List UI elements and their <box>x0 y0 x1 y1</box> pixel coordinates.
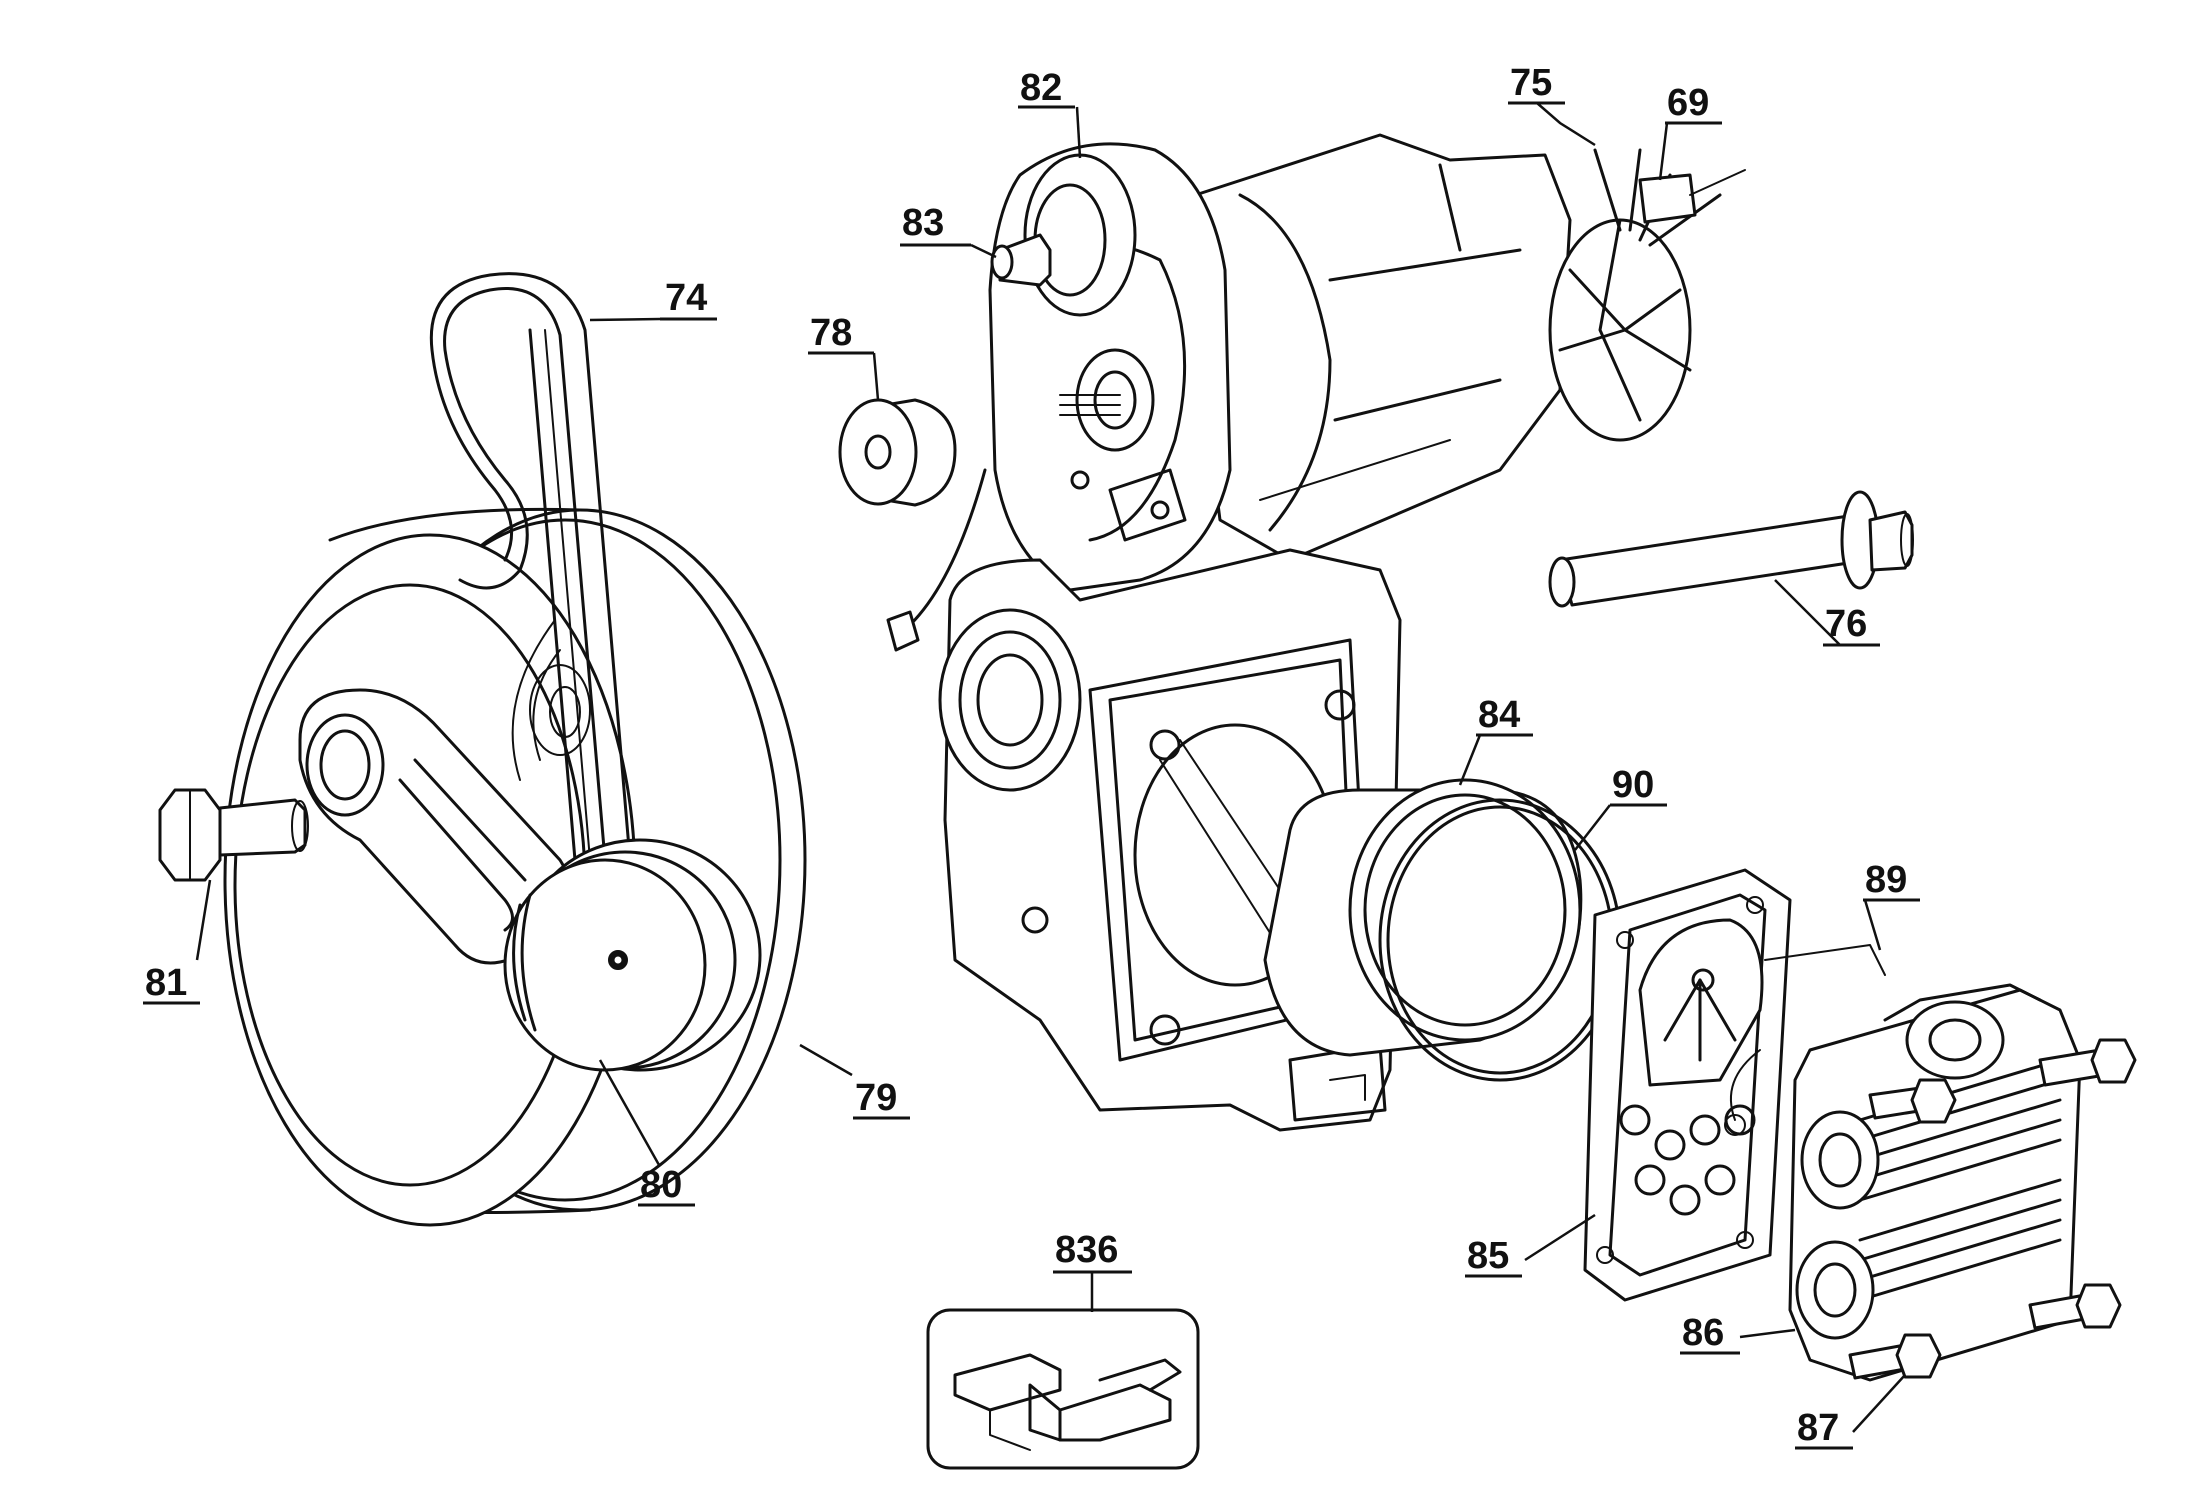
callout-84: 84 <box>1478 694 1520 736</box>
small-pulley-part-80 <box>503 838 762 1072</box>
cylinder-head-part-86 <box>1788 983 2082 1382</box>
head-bolts-part-87 <box>1848 1038 2137 1380</box>
callout-80: 80 <box>640 1164 682 1206</box>
valve-plate-part-85 <box>1583 868 1792 1302</box>
bushing-part-78 <box>838 398 957 507</box>
callout-83: 83 <box>902 202 944 244</box>
callout-78: 78 <box>810 312 852 354</box>
callout-79: 79 <box>855 1077 897 1119</box>
callout-90: 90 <box>1612 764 1654 806</box>
callout-89: 89 <box>1865 859 1907 901</box>
leader-lines <box>195 102 1906 1433</box>
bolt-part-81 <box>158 788 309 882</box>
callout-74: 74 <box>665 277 707 319</box>
motor-assembly <box>886 133 1746 652</box>
long-bolt-part-76 <box>1548 490 1914 608</box>
callout-81: 81 <box>145 962 187 1004</box>
kit-box-part-836 <box>926 1308 1200 1470</box>
callout-labels: 82 75 69 83 74 78 76 84 90 89 81 79 80 8… <box>143 62 1920 1450</box>
callout-85: 85 <box>1467 1235 1509 1277</box>
cylinder-sleeve-part-84 <box>1263 778 1583 1057</box>
callout-75: 75 <box>1510 62 1552 104</box>
callout-836: 836 <box>1055 1229 1118 1271</box>
callout-69: 69 <box>1667 82 1709 124</box>
gasket-part-89 <box>1724 944 1886 1136</box>
callout-82: 82 <box>1020 67 1062 109</box>
drive-belt-part-74 <box>429 272 632 862</box>
callout-86: 86 <box>1682 1312 1724 1354</box>
callout-76: 76 <box>1825 603 1867 645</box>
callout-87: 87 <box>1797 1407 1839 1449</box>
